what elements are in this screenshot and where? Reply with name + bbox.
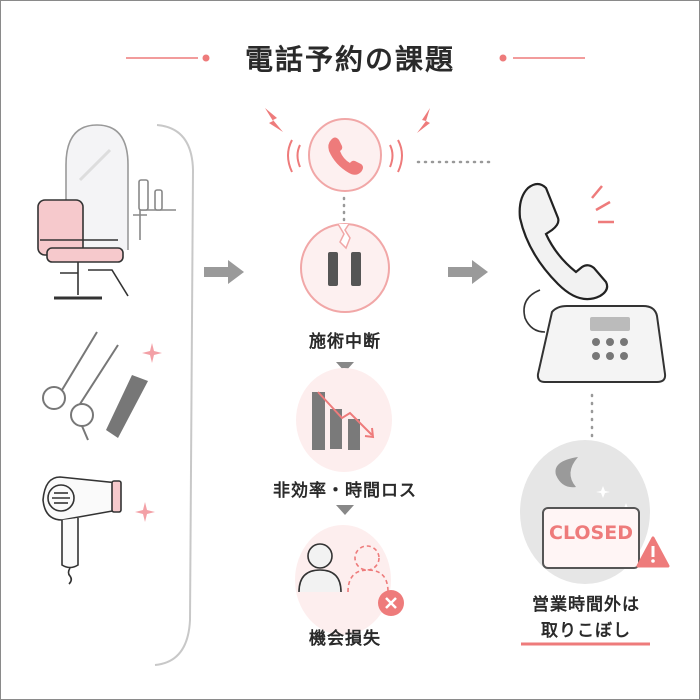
after-hours-label-line2: 取りこぼし — [541, 621, 631, 641]
page-title: 電話予約の課題 — [244, 43, 455, 76]
night-closed-icon — [520, 440, 650, 584]
sparkle-icon — [142, 343, 162, 363]
ringing-phone-icon — [265, 108, 430, 192]
flow-arrow-icon — [204, 260, 244, 284]
scissors-icon — [42, 331, 119, 441]
bracket-divider — [154, 124, 195, 666]
title-decoration-right — [499, 54, 585, 62]
pause-icon — [300, 223, 390, 313]
step-label-treatment-interrupted: 施術中断 — [309, 332, 381, 352]
comb-icon — [106, 375, 148, 438]
warning-icon — [636, 536, 670, 568]
lost-customer-icon — [295, 525, 404, 635]
step-label-inefficiency: 非効率・時間ロス — [273, 481, 417, 501]
declining-chart-icon — [296, 368, 392, 472]
telephone-handset-icon — [518, 182, 614, 301]
salon-chair-icon — [37, 124, 176, 300]
title-decoration-left — [126, 54, 210, 62]
flow-arrow-icon — [448, 260, 488, 284]
step-label-lost-opportunity: 機会損失 — [309, 629, 381, 649]
down-triangle-icon — [336, 362, 354, 372]
hair-dryer-icon — [42, 476, 122, 585]
after-hours-label-line1: 営業時間外は — [532, 595, 640, 615]
closed-sign-text: CLOSED — [549, 522, 633, 544]
down-triangle-icon — [336, 505, 354, 515]
telephone-base-icon — [523, 289, 667, 383]
sparkle-icon — [135, 502, 155, 522]
